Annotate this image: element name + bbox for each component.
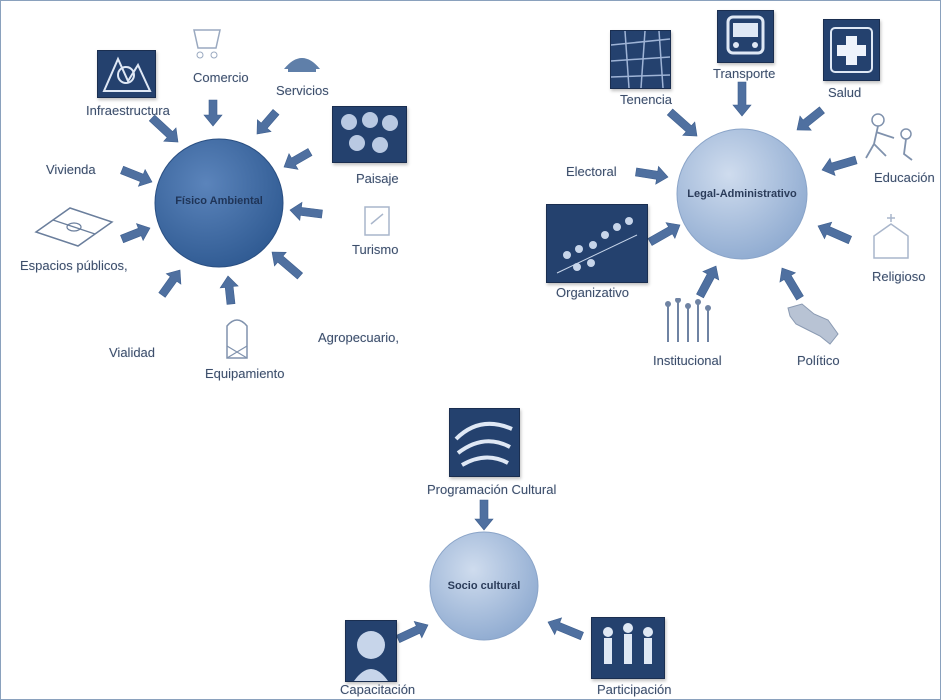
participacion-icon <box>591 617 665 679</box>
paisaje-icon <box>332 106 407 163</box>
arrow-participacion <box>547 617 584 641</box>
hub-label-socio: Socio cultural <box>447 580 521 592</box>
hub-label-fisico: Físico Ambiental <box>175 195 263 207</box>
label-infraestructura: Infraestructura <box>86 103 170 118</box>
transporte-icon <box>717 10 774 63</box>
label-paisaje: Paisaje <box>356 171 399 186</box>
arrow-agropecuario <box>271 251 304 280</box>
hub-label-legal: Legal-Administrativo <box>687 188 797 200</box>
arrow-turismo <box>289 201 323 221</box>
arrow-politico <box>779 267 804 301</box>
equipamiento-icon <box>222 312 252 364</box>
arrow-organizativo <box>647 222 681 246</box>
label-salud: Salud <box>828 85 862 100</box>
organizativo-icon <box>546 204 648 283</box>
servicios-icon <box>280 45 324 75</box>
arrow-infraestructura <box>148 114 179 143</box>
programacion-cultural-icon <box>449 408 520 477</box>
educacion-icon <box>860 110 924 162</box>
arrow-religioso <box>817 221 852 245</box>
label-electoral: Electoral <box>566 164 617 179</box>
religioso-icon <box>870 212 912 260</box>
arrow-vialidad <box>158 269 182 298</box>
label-politico: Político <box>797 353 840 368</box>
label-organizativo: Organizativo <box>556 285 629 300</box>
label-servicios: Servicios <box>276 83 329 98</box>
label-equipamiento: Equipamiento <box>205 366 285 381</box>
label-agropecuario: Agropecuario, <box>318 330 399 345</box>
label-vivienda: Vivienda <box>46 162 96 177</box>
hub-socio-cultural <box>429 531 539 641</box>
label-religioso: Religioso <box>872 269 926 284</box>
label-espacios: Espacios públicos, <box>20 258 128 273</box>
label-educacion: Educación <box>874 170 935 185</box>
arrow-programacion <box>474 499 494 531</box>
arrow-salud <box>796 106 825 131</box>
turismo-icon <box>362 204 392 238</box>
label-vialidad: Vialidad <box>109 345 156 360</box>
label-capacitacion: Capacitación <box>340 682 416 697</box>
arrow-institucional <box>696 265 720 299</box>
label-participacion: Participación <box>597 682 672 697</box>
label-transporte: Transporte <box>713 66 776 81</box>
capacitacion-icon <box>345 620 397 682</box>
arrow-paisaje <box>283 148 313 170</box>
arrow-comercio <box>203 99 223 127</box>
label-tenencia: Tenencia <box>620 92 673 107</box>
infraestructura-icon <box>97 50 156 98</box>
arrow-equipamiento <box>219 275 239 305</box>
arrow-espacios <box>120 223 151 244</box>
arrow-vivienda <box>120 165 153 187</box>
salud-icon <box>823 19 880 81</box>
arrow-transporte <box>732 81 752 117</box>
label-institucional: Institucional <box>653 353 722 368</box>
arrow-electoral <box>635 165 669 185</box>
tenencia-icon <box>610 30 671 89</box>
label-comercio: Comercio <box>193 70 249 85</box>
hub-legal-administrativo <box>676 128 808 260</box>
espacios-publicos-icon <box>30 204 118 250</box>
hub-fisico-ambiental <box>154 138 284 268</box>
arrow-capacitacion <box>395 621 429 643</box>
comercio-icon <box>190 22 226 62</box>
institucional-icon <box>660 298 718 346</box>
arrow-tenencia <box>666 108 698 137</box>
label-turismo: Turismo <box>352 242 399 257</box>
label-programacion-cultural: Programación Cultural <box>427 482 557 497</box>
arrow-servicios <box>256 108 280 135</box>
arrow-educacion <box>821 155 858 177</box>
politico-icon <box>784 300 842 348</box>
